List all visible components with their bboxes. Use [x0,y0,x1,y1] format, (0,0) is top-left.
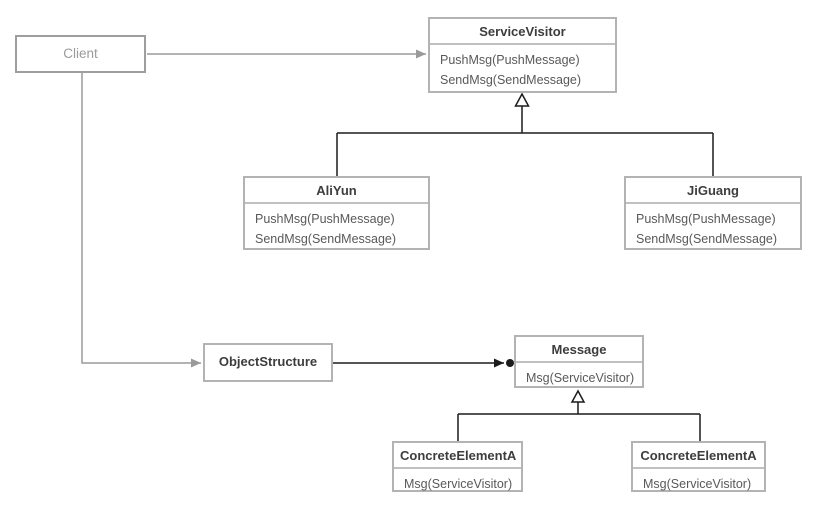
method-msg: Msg(ServiceVisitor) [643,477,752,491]
method-sendmsg: SendMsg(SendMessage) [440,73,582,87]
class-methods-concrete-element-a: Msg(ServiceVisitor) [394,469,521,498]
method-pushmsg: PushMsg(PushMessage) [440,53,580,67]
class-methods-service-visitor: PushMsg(PushMessage) SendMsg(SendMessage… [430,45,615,94]
inheritance-lines-message [457,402,701,441]
class-methods-concrete-element-a: Msg(ServiceVisitor) [633,469,764,498]
class-title-object-structure: ObjectStructure [218,354,318,369]
class-box-concrete-element-a-left: ConcreteElementA Msg(ServiceVisitor) [392,441,523,492]
method-sendmsg: SendMsg(SendMessage) [255,232,397,246]
class-methods-jiguang: PushMsg(PushMessage) SendMsg(SendMessage… [626,204,800,253]
class-title-service-visitor: ServiceVisitor [430,19,615,45]
inheritance-triangle-servicevisitor-icon [514,92,530,107]
class-title-jiguang: JiGuang [626,178,800,204]
class-title-client: Client [63,46,98,61]
association-endpoint-dot-icon [506,359,514,367]
class-box-jiguang: JiGuang PushMsg(PushMessage) SendMsg(Sen… [624,176,802,250]
method-sendmsg: SendMsg(SendMessage) [636,232,778,246]
method-msg: Msg(ServiceVisitor) [526,371,635,385]
class-box-client: Client [15,35,146,73]
class-title-message: Message [516,337,642,363]
class-box-concrete-element-a-right: ConcreteElementA Msg(ServiceVisitor) [631,441,766,492]
class-methods-message: Msg(ServiceVisitor) [516,363,642,392]
class-box-service-visitor: ServiceVisitor PushMsg(PushMessage) Send… [428,17,617,93]
method-pushmsg: PushMsg(PushMessage) [636,212,776,226]
inheritance-lines-servicevisitor [336,106,714,176]
class-box-message: Message Msg(ServiceVisitor) [514,335,644,388]
method-pushmsg: PushMsg(PushMessage) [255,212,395,226]
method-msg: Msg(ServiceVisitor) [404,477,513,491]
class-title-concrete-element-a: ConcreteElementA [394,443,521,469]
class-box-aliyun: AliYun PushMsg(PushMessage) SendMsg(Send… [243,176,430,250]
class-methods-aliyun: PushMsg(PushMessage) SendMsg(SendMessage… [245,204,428,253]
class-title-aliyun: AliYun [245,178,428,204]
association-client-to-objectstructure [81,73,201,368]
class-title-concrete-element-a: ConcreteElementA [633,443,764,469]
class-box-object-structure: ObjectStructure [203,343,333,382]
inheritance-triangle-message-icon [570,389,586,403]
